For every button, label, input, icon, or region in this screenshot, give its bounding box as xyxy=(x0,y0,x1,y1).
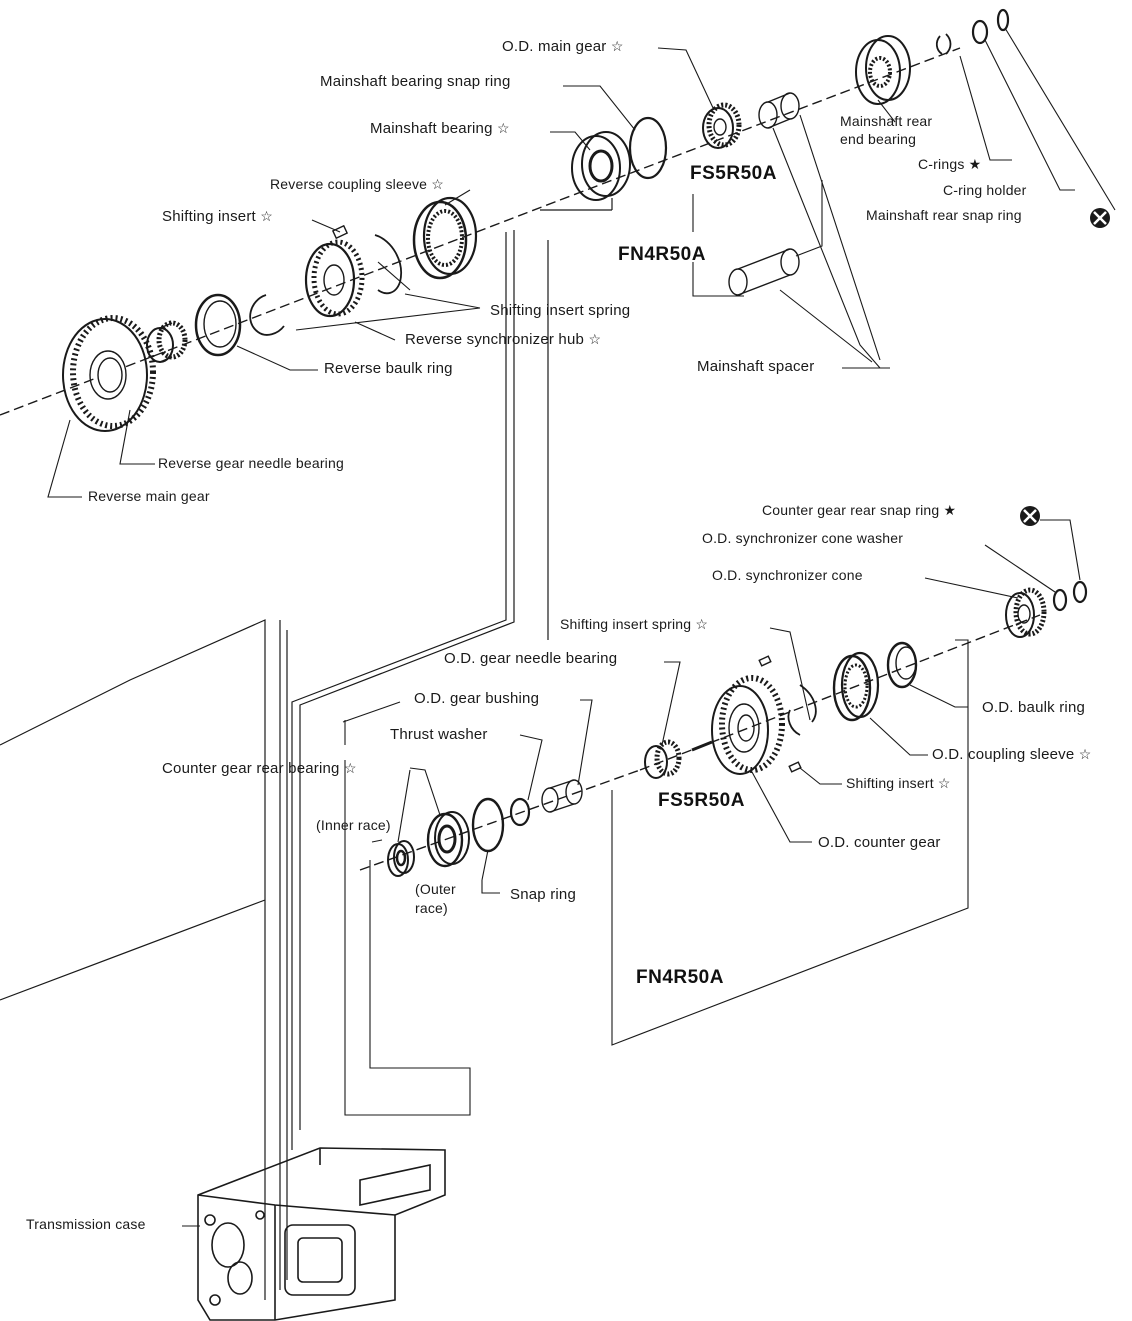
outer-race-drawing xyxy=(426,811,470,868)
reverse-main-gear-drawing xyxy=(62,315,156,432)
shifting-insert-spring-mid-drawing xyxy=(787,684,817,736)
mainshaft-rear-snap-ring-drawing xyxy=(996,8,1010,32)
od-coupling-sleeve-drawing xyxy=(832,651,880,722)
label-reverse-main-gear: Reverse main gear xyxy=(88,488,210,504)
label-transmission-case: Transmission case xyxy=(26,1216,146,1232)
od-synchronizer-cone-washer-drawing xyxy=(1052,588,1068,612)
label-c-rings: C-rings ★ xyxy=(918,156,982,172)
label-reverse-synchronizer-hub: Reverse synchronizer hub ☆ xyxy=(405,331,602,348)
label-od-synchronizer-cone-washer: O.D. synchronizer cone washer xyxy=(702,530,904,546)
leader-lines-top xyxy=(47,27,1116,498)
mainshaft-bearing-drawing xyxy=(571,131,631,201)
mainshaft-spacer-top-drawing xyxy=(758,92,800,129)
model-label-bottom-fn4r50a: FN4R50A xyxy=(636,967,724,988)
label-od-synchronizer-cone: O.D. synchronizer cone xyxy=(712,567,863,583)
od-counter-gear-drawing xyxy=(691,655,802,775)
od-gear-bushing-drawing xyxy=(541,779,583,813)
label-od-baulk-ring: O.D. baulk ring xyxy=(982,699,1086,716)
replace-symbol-bottom xyxy=(1020,506,1040,526)
od-main-gear-drawing xyxy=(702,102,742,149)
label-shifting-insert-spring-top: Shifting insert spring xyxy=(490,302,631,319)
shifting-insert-spring-left-drawing xyxy=(249,294,285,336)
reverse-coupling-sleeve-drawing xyxy=(412,196,478,280)
thrust-washer-drawing xyxy=(509,797,531,827)
mainshaft-spacer-long-drawing xyxy=(728,248,800,296)
label-mainshaft-bearing: Mainshaft bearing ☆ xyxy=(370,120,510,137)
label-od-counter-gear: O.D. counter gear xyxy=(818,834,941,851)
label-reverse-coupling-sleeve: Reverse coupling sleeve ☆ xyxy=(270,176,444,192)
label-reverse-gear-needle-bearing: Reverse gear needle bearing xyxy=(158,455,344,471)
leader-lines-bottom xyxy=(342,519,1081,1116)
label-shifting-insert-mid: Shifting insert ☆ xyxy=(846,775,951,791)
model-label-top-fs5r50a: FS5R50A xyxy=(690,163,777,184)
model-label-top-fn4r50a: FN4R50A xyxy=(618,244,706,265)
transmission-case-drawing xyxy=(197,1147,446,1321)
c-ring-holder-drawing xyxy=(971,19,989,45)
label-od-gear-needle-bearing: O.D. gear needle bearing xyxy=(444,650,618,667)
label-reverse-baulk-ring: Reverse baulk ring xyxy=(324,360,453,377)
mainshaft-axis-line xyxy=(0,47,961,416)
model-label-bottom-fs5r50a: FS5R50A xyxy=(658,790,745,811)
od-baulk-ring-drawing xyxy=(886,641,918,689)
label-thrust-washer: Thrust washer xyxy=(390,726,488,743)
mainshaft-bearing-snap-ring-drawing xyxy=(628,116,668,180)
shifting-insert-spring-right-drawing xyxy=(374,234,402,295)
label-counter-gear-rear-bearing: Counter gear rear bearing ☆ xyxy=(162,760,357,777)
label-od-coupling-sleeve: O.D. coupling sleeve ☆ xyxy=(932,746,1092,763)
label-shifting-insert-spring-mid: Shifting insert spring ☆ xyxy=(560,616,709,632)
label-shifting-insert-top: Shifting insert ☆ xyxy=(162,208,274,225)
label-mainshaft-spacer: Mainshaft spacer xyxy=(697,358,815,375)
label-inner-race: (Inner race) xyxy=(316,817,391,833)
reverse-synchronizer-hub-drawing xyxy=(304,224,365,318)
label-snap-ring: Snap ring xyxy=(510,886,577,903)
c-rings-drawing xyxy=(935,33,952,55)
od-gear-needle-bearing-drawing xyxy=(644,739,682,779)
label-od-gear-bushing: O.D. gear bushing xyxy=(414,690,540,707)
counter-gear-rear-snap-ring-drawing xyxy=(1072,580,1088,604)
reverse-gear-needle-bearing-drawing xyxy=(146,320,188,363)
inner-race-drawing xyxy=(387,840,415,877)
long-leader-lines xyxy=(0,198,613,1300)
label-mainshaft-bearing-snap-ring: Mainshaft bearing snap ring xyxy=(320,73,511,90)
label-od-main-gear: O.D. main gear ☆ xyxy=(502,38,624,55)
label-counter-gear-rear-snap-ring: Counter gear rear snap ring ★ xyxy=(762,502,957,518)
label-mainshaft-rear-snap-ring: Mainshaft rear snap ring xyxy=(866,207,1022,223)
od-synchronizer-cone-drawing xyxy=(1005,587,1047,638)
replace-symbol-top xyxy=(1090,208,1110,228)
mainshaft-rear-end-bearing-drawing xyxy=(855,35,911,105)
reverse-baulk-ring-drawing xyxy=(194,293,242,357)
label-c-ring-holder: C-ring holder xyxy=(943,182,1027,198)
